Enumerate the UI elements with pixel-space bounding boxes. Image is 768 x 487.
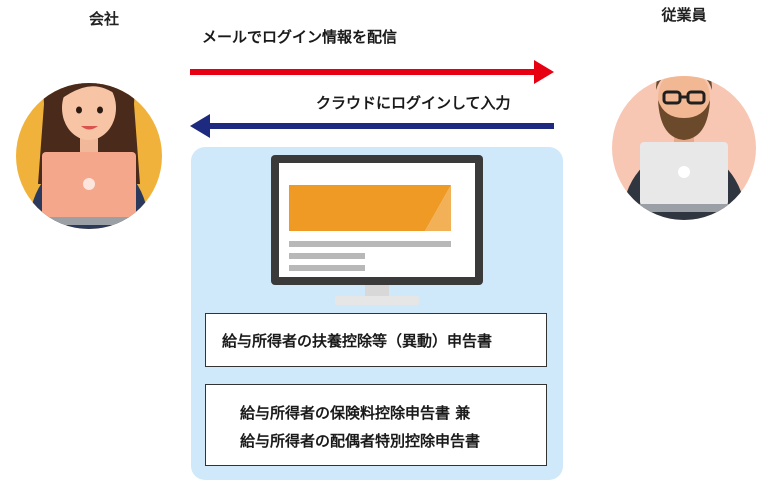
bearded-man-icon	[612, 76, 756, 220]
businesswoman-icon	[16, 83, 162, 229]
cloud-service-panel: 給与所得者の扶養控除等（異動）申告書 給与所得者の保険料控除申告書 兼 給与所得…	[191, 147, 563, 480]
desktop-monitor-icon	[271, 155, 483, 305]
arrow-left-icon	[190, 114, 554, 138]
form-2-title-line-1: 給与所得者の保険料控除申告書 兼	[240, 404, 471, 422]
message-to-cloud: クラウドにログインして入力	[316, 94, 511, 112]
arrow-right-icon	[190, 60, 554, 84]
form-2-title-line-2: 給与所得者の配偶者特別控除申告書	[240, 432, 481, 450]
employee-label: 従業員	[661, 6, 707, 24]
form-1-title: 給与所得者の扶養控除等（異動）申告書	[222, 332, 493, 350]
dependent-deduction-form: 給与所得者の扶養控除等（異動）申告書	[205, 313, 547, 367]
insurance-spouse-deduction-form: 給与所得者の保険料控除申告書 兼 給与所得者の配偶者特別控除申告書	[205, 384, 547, 466]
message-to-employee: メールでログイン情報を配信	[202, 28, 398, 46]
company-label: 会社	[88, 10, 119, 28]
